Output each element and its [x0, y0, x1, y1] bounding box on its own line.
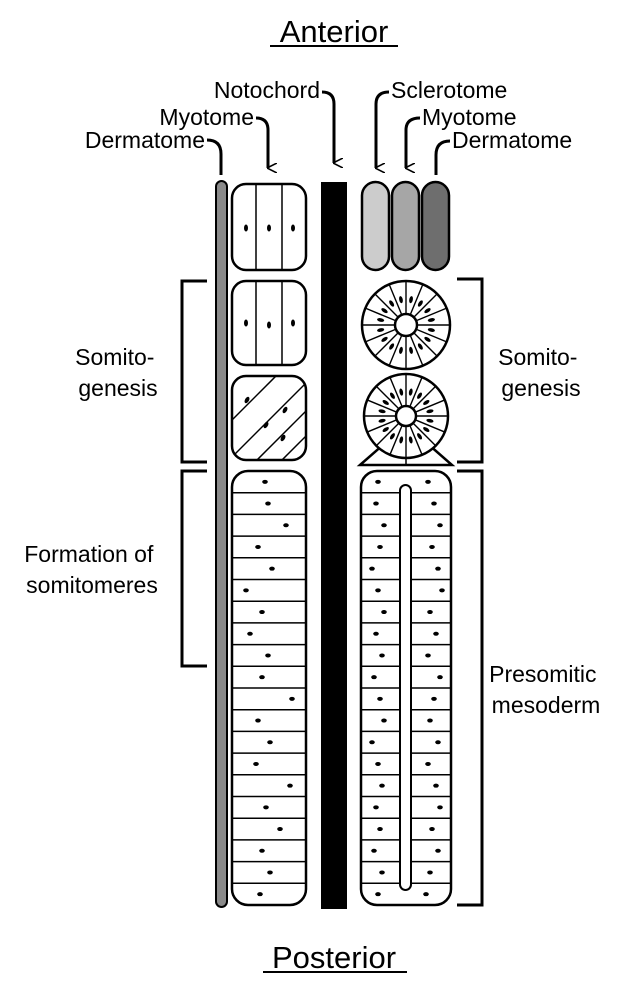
- label-myotome-left: Myotome: [159, 104, 254, 130]
- bracket-right-somitogenesis: [457, 277, 484, 464]
- somite-myotome-2: [230, 279, 308, 367]
- connector-dermatome-left: [206, 138, 223, 175]
- notochord: [321, 182, 347, 909]
- posterior-title: Posterior: [272, 940, 396, 975]
- rosette-somite-2: [356, 372, 456, 467]
- label-myotome-right: Myotome: [422, 104, 517, 130]
- left-presomitic-column: [230, 469, 308, 907]
- rosette-somite-1: [360, 279, 452, 371]
- neural-tube-strip: [399, 484, 412, 891]
- dermatome-strip: [215, 180, 228, 908]
- label-notochord: Notochord: [214, 77, 320, 103]
- label-sclerotome: Sclerotome: [391, 77, 507, 103]
- label-right-somitogenesis: Somito- genesis: [498, 344, 584, 401]
- arrow-myotome-left: [255, 116, 268, 168]
- label-formation-somitomeres: Formation of somitomeres: [24, 541, 160, 598]
- arrow-myotome-right: [404, 116, 421, 168]
- label-dermatome-right: Dermatome: [452, 127, 572, 153]
- dermatome-capsule: [420, 180, 451, 272]
- sclerotome-capsule: [360, 180, 391, 272]
- right-presomitic-column: [359, 469, 453, 907]
- arrow-sclerotome: [374, 90, 390, 168]
- bracket-left-somitogenesis: [180, 279, 207, 464]
- connector-dermatome-right: [434, 139, 451, 175]
- label-presomitic-mesoderm: Presomitic mesoderm: [489, 661, 603, 718]
- bracket-right-presomitic: [457, 469, 484, 907]
- somite-myotome-1: [230, 182, 308, 272]
- myotome-capsule: [390, 180, 421, 272]
- bracket-left-somitomeres: [180, 469, 207, 668]
- label-left-somitogenesis: Somito- genesis: [75, 344, 161, 401]
- label-dermatome-left: Dermatome: [85, 127, 205, 153]
- somite-forming: [230, 374, 308, 462]
- arrow-notochord: [321, 90, 334, 163]
- anterior-title: Anterior: [280, 14, 389, 49]
